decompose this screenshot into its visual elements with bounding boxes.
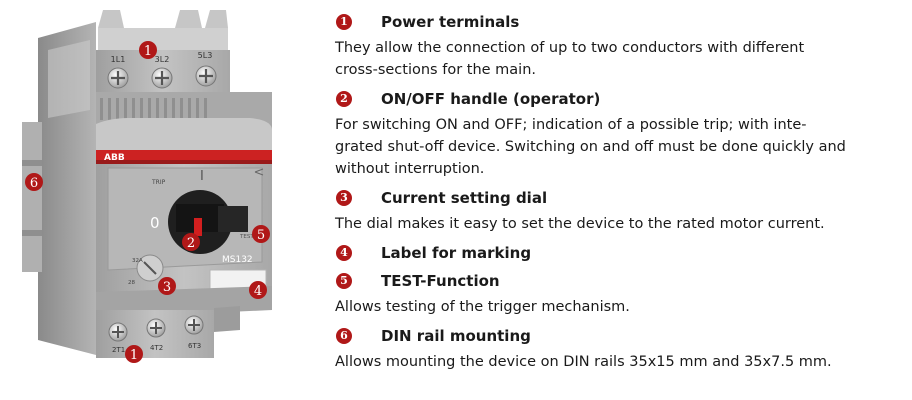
callout-5: 5: [252, 225, 270, 243]
bottom-screw-2: [146, 318, 166, 338]
terminal-label-3L2: 3L2: [155, 55, 170, 64]
legend-title-din-rail: DIN rail mounting: [381, 327, 531, 345]
callout-2: 2: [182, 233, 200, 251]
legend-item-dial: 3 Current setting dial The dial makes it…: [334, 186, 904, 235]
legend-item-label: 4 Label for marking: [334, 241, 904, 265]
top-screw-1: [107, 67, 129, 89]
desc-line: The dial makes it easy to set the device…: [335, 216, 825, 232]
legend-title-test: TEST-Function: [381, 272, 500, 290]
legend-desc-dial: The dial makes it easy to set the device…: [335, 213, 904, 235]
legend-item-handle: 2 ON/OFF handle (operator) For switching…: [334, 87, 904, 180]
legend-number-5: 5: [336, 273, 352, 289]
svg-text:4: 4: [254, 284, 262, 299]
svg-text:1: 1: [144, 44, 152, 59]
legend-number-3: 3: [336, 190, 352, 206]
legend-number-6: 6: [336, 328, 352, 344]
callout-1-top: 1: [139, 41, 157, 59]
legend-number-1: 1: [336, 14, 352, 30]
terminal-label-5L3: 5L3: [198, 51, 213, 60]
desc-line: cross-sections for the main.: [335, 62, 537, 78]
handle-label-on: I: [200, 169, 204, 184]
legend-title-power-terminals: Power terminals: [381, 13, 520, 31]
bottom-screw-1: [108, 322, 128, 342]
terminal-label-6T3: 6T3: [188, 342, 201, 350]
legend: 1 Power terminals They allow the connect…: [334, 10, 904, 373]
top-screw-2: [151, 67, 173, 89]
legend-title-label: Label for marking: [381, 244, 532, 262]
svg-text:3: 3: [163, 280, 171, 295]
legend-desc-handle: For switching ON and OFF; indication of …: [335, 114, 904, 180]
legend-title-handle: ON/OFF handle (operator): [381, 90, 601, 108]
top-screw-3: [195, 65, 217, 87]
desc-line: They allow the connection of up to two c…: [335, 40, 805, 56]
dial-mark-28: 28: [128, 280, 135, 286]
terminal-label-1L1: 1L1: [111, 55, 126, 64]
legend-desc-din-rail: Allows mounting the device on DIN rails …: [335, 351, 904, 373]
legend-desc-test: Allows testing of the trigger mechanism.: [335, 296, 904, 318]
legend-item-power-terminals: 1 Power terminals They allow the connect…: [334, 10, 904, 81]
current-setting-dial[interactable]: [136, 254, 164, 282]
handle-label-trip: TRIP: [151, 179, 166, 186]
callout-3: 3: [158, 277, 176, 295]
desc-line: Allows mounting the device on DIN rails …: [335, 354, 832, 370]
svg-text:5: 5: [257, 228, 265, 243]
legend-title-dial: Current setting dial: [381, 189, 548, 207]
terminal-label-2T1: 2T1: [112, 346, 125, 354]
legend-item-test: 5 TEST-Function Allows testing of the tr…: [334, 269, 904, 318]
model-label: MS132: [222, 255, 253, 265]
callout-6: 6: [25, 173, 43, 191]
motor-starter-illustration: 1L1 3L2 5L3 ABB TRIP 0 I TEST 32A 2: [22, 10, 272, 363]
svg-text:6: 6: [30, 176, 38, 191]
desc-line: grated shut-off device. Switching on and…: [335, 139, 846, 155]
svg-text:1: 1: [130, 348, 138, 363]
desc-line: Allows testing of the trigger mechanism.: [335, 299, 630, 315]
legend-item-din-rail: 6 DIN rail mounting Allows mounting the …: [334, 324, 904, 373]
din-rail-mount: [22, 22, 96, 355]
legend-desc-power-terminals: They allow the connection of up to two c…: [335, 37, 904, 81]
dial-mark-32a: 32A: [132, 258, 143, 264]
callout-4: 4: [249, 281, 267, 299]
legend-number-4: 4: [336, 245, 352, 261]
callout-1-bottom: 1: [125, 345, 143, 363]
svg-text:2: 2: [187, 236, 195, 251]
desc-line: For switching ON and OFF; indication of …: [335, 117, 807, 133]
handle-label-test: TEST: [239, 234, 254, 240]
desc-line: without interruption.: [335, 161, 485, 177]
legend-number-2: 2: [336, 91, 352, 107]
top-terminal-block: [96, 10, 272, 124]
terminal-label-4T2: 4T2: [150, 344, 163, 352]
handle-label-off: 0: [150, 214, 160, 232]
bottom-screw-3: [184, 315, 204, 335]
brand-logo: ABB: [104, 153, 125, 163]
